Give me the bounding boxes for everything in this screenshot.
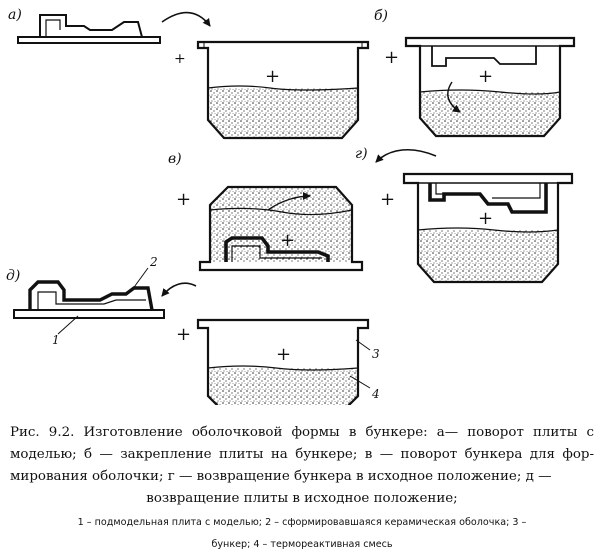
bunker-d: + [196, 318, 371, 405]
rotation-arrow-b [447, 81, 461, 113]
plus-sign: + [176, 189, 191, 210]
caption-line-2: моделью; б — закрепление плиты на бункер… [10, 447, 594, 462]
caption-line-3: мирования оболочки; г — возвращение бунк… [10, 469, 552, 484]
mix-fill [210, 187, 352, 262]
model-plate [13, 309, 165, 319]
mix-fill [208, 88, 358, 138]
ceramic-shell [28, 280, 154, 311]
mix-fill [208, 368, 358, 405]
callout-1: 1 [52, 333, 60, 347]
mix-fill [420, 92, 560, 136]
plus-sign: + [384, 47, 399, 68]
figure-legend: 1 – подмодельная плита с моделью; 2 – сф… [0, 512, 604, 556]
model-pattern [431, 46, 537, 67]
plus-sign: + [280, 230, 295, 251]
bunker-g: + [402, 172, 574, 284]
ceramic-shell [428, 183, 548, 214]
plus-sign: + [174, 51, 186, 67]
mix-fill [418, 230, 558, 282]
plus-sign: + [176, 324, 191, 345]
caption-line-1: Рис. 9.2. Изготовление оболочковой формы… [10, 425, 594, 440]
plus-sign: + [478, 66, 493, 87]
rotation-arrow-a [161, 11, 211, 27]
rotation-arrow-v [267, 192, 311, 211]
panel-label-d: д) [6, 268, 20, 284]
plus-sign: + [478, 208, 493, 229]
plate-with-shell [13, 267, 165, 335]
plus-sign: + [276, 344, 291, 365]
figure-illustration: а) + + б) + + в) + + [6, 7, 576, 405]
plus-sign: + [265, 66, 280, 87]
panel-a: а) [8, 7, 211, 44]
panel-label-b: б) [374, 8, 388, 24]
panel-label-g: г) [355, 146, 368, 162]
callout-4: 4 [371, 387, 380, 401]
callout-3: 3 [372, 347, 380, 361]
rotation-arrow-d [161, 282, 197, 297]
caption-line-4: возвращение плиты в исходное положение; [146, 491, 458, 506]
bunker-b: + [404, 36, 576, 138]
model-plate [17, 36, 161, 44]
legend-line-1: 1 – подмодельная плита с моделью; 2 – сф… [77, 517, 527, 528]
legend-line-2: бункер; 4 – термореактивная смесь [211, 539, 393, 550]
panel-label-v: в) [168, 151, 182, 167]
plus-sign: + [380, 189, 395, 210]
figure-caption: Рис. 9.2. Изготовление оболочковой формы… [0, 422, 604, 510]
ceramic-shell [224, 236, 330, 262]
bunker-a: + [196, 40, 370, 140]
rotation-arrow-g [375, 148, 437, 163]
bunker-v: + [198, 185, 364, 272]
panel-label-a: а) [8, 7, 22, 23]
callout-2: 2 [149, 255, 158, 269]
model-pattern [39, 14, 143, 38]
